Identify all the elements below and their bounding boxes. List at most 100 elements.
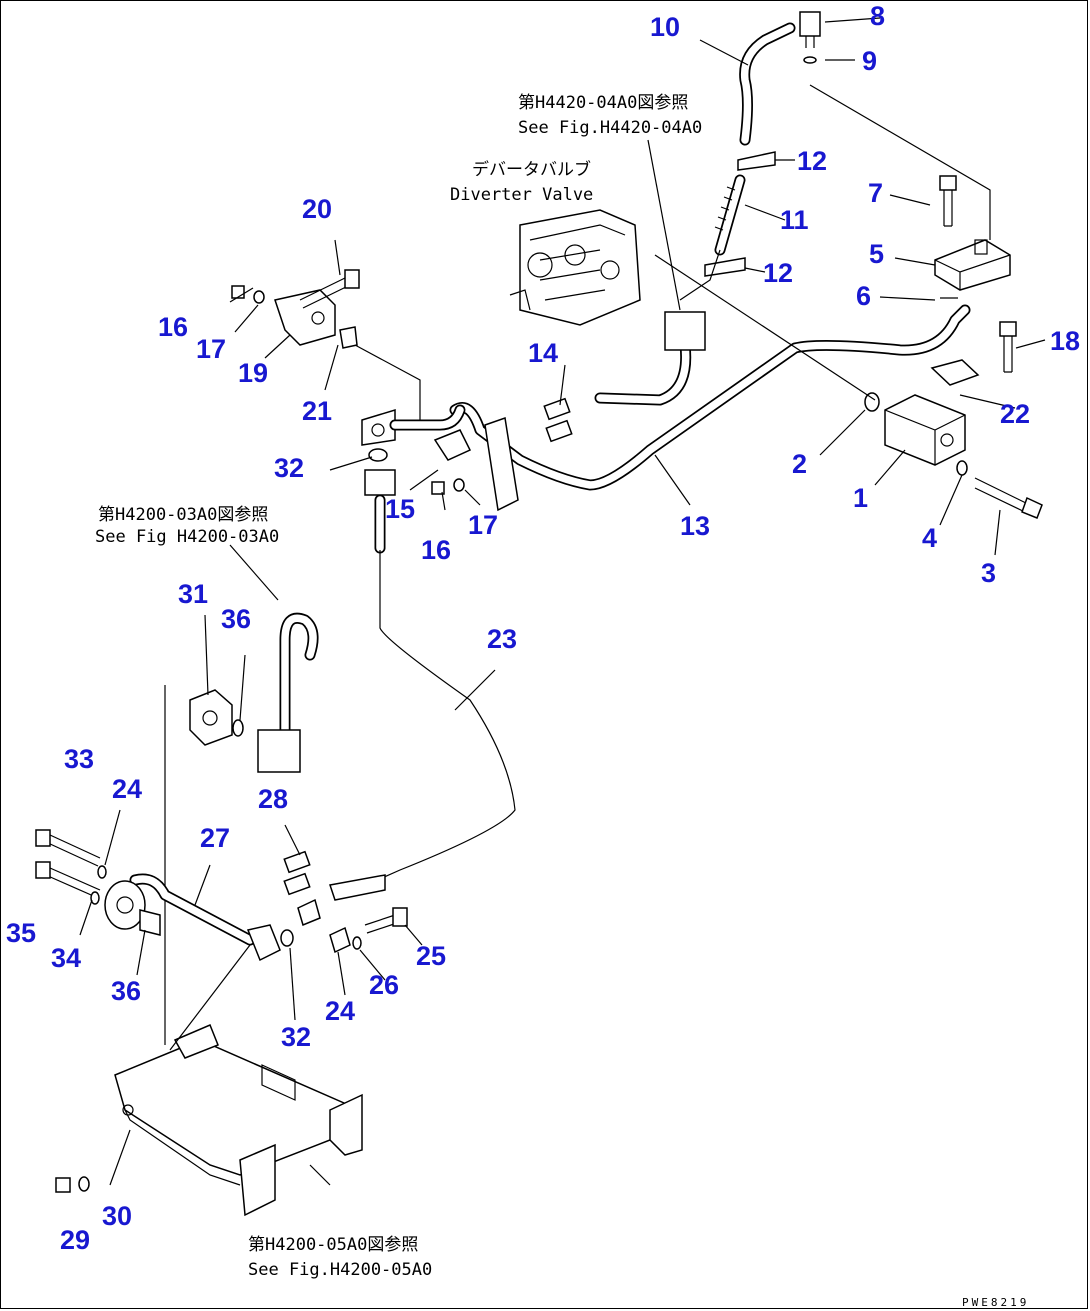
callout-36-lower: 36 — [111, 976, 141, 1006]
callout-11: 11 — [780, 205, 809, 235]
callout-16-lower: 16 — [421, 535, 451, 565]
callout-36-upper: 36 — [221, 604, 251, 634]
callout-33: 33 — [64, 744, 94, 774]
callout-18: 18 — [1050, 326, 1080, 356]
callout-32-upper: 32 — [274, 453, 304, 483]
bolt-18 — [999, 321, 1017, 373]
clamp-12-lower — [704, 257, 746, 277]
callout-32-lower: 32 — [281, 1022, 311, 1052]
callout-15: 15 — [385, 494, 415, 524]
bolt-3 — [974, 477, 1043, 519]
valve-block — [664, 311, 706, 351]
callout-12-lower: 12 — [763, 258, 793, 288]
callout-13: 13 — [680, 511, 710, 541]
callout-7: 7 — [868, 178, 883, 208]
washer-17-lower — [453, 478, 465, 492]
svg-text:第H4200-03A0図参照: 第H4200-03A0図参照 — [98, 505, 268, 525]
callout-25: 25 — [416, 941, 446, 971]
washer-26 — [352, 936, 362, 950]
clamp-12-upper — [737, 151, 776, 171]
pipe-13 — [449, 304, 971, 491]
reference-h4200-05: 第H4200-05A0図参照 See Fig.H4200-05A0 — [248, 1235, 432, 1280]
callout-24-right: 24 — [325, 996, 355, 1026]
o-ring-32-upper — [368, 448, 388, 462]
callout-10: 10 — [650, 12, 680, 42]
bracket-19 — [274, 289, 336, 346]
callout-17-lower: 17 — [468, 510, 498, 540]
svg-text:See Fig.H4420-04A0: See Fig.H4420-04A0 — [518, 118, 702, 138]
flange-36 — [104, 880, 146, 930]
callouts: 1 2 3 4 5 6 7 8 9 10 11 12 12 13 14 15 1… — [6, 1, 1080, 1255]
gasket-36-lower — [139, 909, 161, 936]
pipe-28 — [257, 612, 319, 773]
callout-4: 4 — [922, 523, 937, 553]
callout-29: 29 — [60, 1225, 90, 1255]
callout-23: 23 — [487, 624, 517, 654]
bracket-5 — [934, 239, 1011, 291]
callout-21: 21 — [302, 396, 332, 426]
callout-27: 27 — [200, 823, 230, 853]
callout-9: 9 — [862, 46, 877, 76]
svg-text:See Fig H4200-03A0: See Fig H4200-03A0 — [95, 527, 279, 547]
block-31 — [189, 689, 233, 746]
o-ring-36-upper — [232, 719, 244, 737]
o-ring-32-lower — [280, 929, 294, 947]
callout-20: 20 — [302, 194, 332, 224]
leader-lines — [79, 17, 1046, 1186]
hose-23 — [354, 469, 516, 891]
flange-half — [297, 898, 321, 927]
bolt-33 — [35, 829, 101, 867]
callout-6: 6 — [856, 281, 871, 311]
o-ring-9 — [803, 56, 817, 64]
clamp-15 — [433, 429, 472, 461]
fitting-14 — [543, 397, 573, 443]
reference-h4420: 第H4420-04A0図参照 See Fig.H4420-04A0 — [518, 93, 702, 138]
washer-17-upper — [253, 290, 265, 304]
washer-34 — [90, 891, 100, 905]
callout-30: 30 — [102, 1201, 132, 1231]
pipe-27 — [129, 873, 281, 962]
callout-26: 26 — [369, 970, 399, 1000]
callout-12-upper: 12 — [797, 146, 827, 176]
o-ring-2 — [864, 392, 880, 412]
callout-35: 35 — [6, 918, 36, 948]
washer-24-left — [97, 865, 107, 879]
bolt-25 — [364, 907, 408, 934]
diverter-valve — [509, 209, 641, 326]
svg-text:Diverter Valve: Diverter Valve — [450, 185, 593, 205]
mounting-plate — [484, 416, 519, 512]
callout-16-upper: 16 — [158, 312, 188, 342]
hose-10 — [739, 22, 796, 146]
fitting-8 — [799, 11, 821, 48]
svg-text:デバータバルブ: デバータバルブ — [472, 159, 591, 180]
svg-text:See Fig.H4200-05A0: See Fig.H4200-05A0 — [248, 1260, 432, 1280]
clamp-24 — [329, 926, 351, 954]
callout-8: 8 — [870, 1, 885, 31]
reference-h4200-03: 第H4200-03A0図参照 See Fig H4200-03A0 — [95, 505, 279, 547]
washer-30 — [78, 1176, 90, 1192]
flange-connector — [361, 404, 466, 446]
callout-22: 22 — [1000, 399, 1030, 429]
svg-text:第H4420-04A0図参照: 第H4420-04A0図参照 — [518, 93, 688, 113]
clip-21 — [339, 326, 358, 349]
nut-16-lower — [431, 481, 445, 495]
bolt-7 — [939, 175, 957, 227]
hose-11 — [714, 174, 746, 256]
nut-29 — [55, 1177, 71, 1193]
callout-1: 1 — [853, 483, 868, 513]
clamp-22 — [930, 359, 980, 386]
bolt-35 — [35, 861, 101, 899]
drawing-code: PWE8219 — [962, 1296, 1029, 1309]
callout-19: 19 — [238, 358, 268, 388]
frame-plate — [114, 1024, 363, 1217]
nut-16-upper — [231, 285, 245, 299]
callout-5: 5 — [869, 239, 884, 269]
callout-24-left: 24 — [112, 774, 142, 804]
callout-31: 31 — [178, 579, 208, 609]
svg-text:第H4200-05A0図参照: 第H4200-05A0図参照 — [248, 1235, 418, 1255]
callout-28: 28 — [258, 784, 288, 814]
callout-17-upper: 17 — [196, 334, 226, 364]
valve-outlet-hose — [594, 339, 692, 406]
